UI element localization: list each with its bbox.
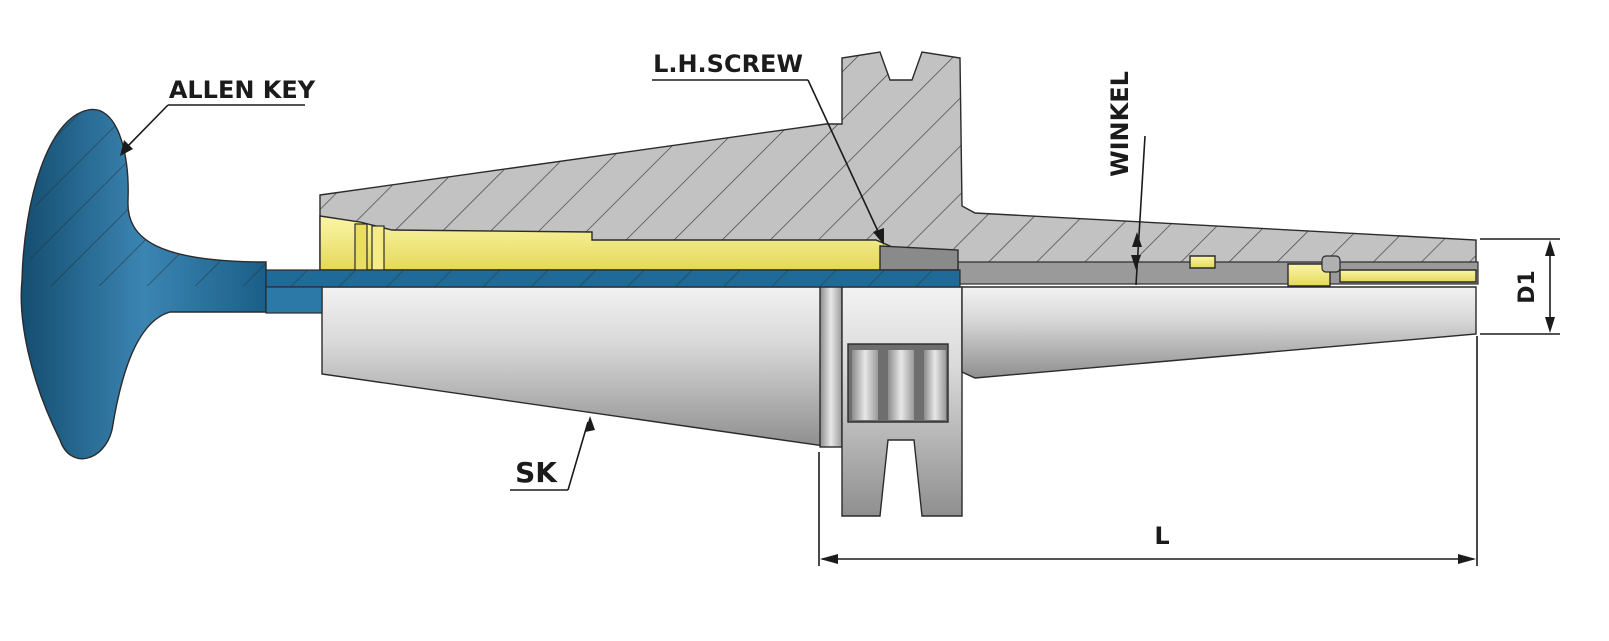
drive-slot-face-2 [888, 350, 914, 420]
winkel-label: WINKEL [1106, 71, 1134, 177]
lh-screw-part [879, 245, 959, 271]
nose-cone [961, 286, 1477, 379]
sk-label: SK [515, 456, 558, 489]
drive-slot-face-3 [924, 350, 946, 420]
nose-brass-insert [1189, 255, 1216, 269]
dimension-d1: D1 [1480, 238, 1560, 335]
dimension-l: L [818, 336, 1478, 566]
drawbar-ring-1 [354, 223, 368, 271]
allen-key-section-hatch [29, 109, 266, 286]
taper-ring [819, 286, 843, 448]
drive-slot-face-1 [852, 350, 878, 420]
allen-key-label: ALLEN KEY [169, 76, 316, 104]
label-sk: SK [510, 416, 595, 491]
drawbar-brass [319, 215, 1477, 287]
label-lh-screw: L.H.SCREW [652, 50, 884, 245]
holder-body-hatch [320, 52, 1476, 272]
label-allen-key: ALLEN KEY [120, 76, 316, 156]
nose-brass-insert-3 [1339, 269, 1477, 283]
label-winkel: WINKEL [1106, 71, 1146, 286]
drawbar-ring-2 [371, 225, 385, 271]
allen-key-shaft-lower [265, 286, 323, 314]
lh-screw-label: L.H.SCREW [653, 50, 803, 78]
nose-pin [1321, 255, 1341, 273]
sk-taper-cone [321, 286, 825, 447]
holder-body-exterior [321, 286, 1477, 517]
l-label: L [1154, 522, 1169, 550]
nose-brass-insert-2 [1287, 263, 1331, 287]
allen-key [20, 108, 961, 460]
d1-label: D1 [1515, 270, 1540, 304]
allen-key-shaft-hatch [266, 270, 960, 287]
